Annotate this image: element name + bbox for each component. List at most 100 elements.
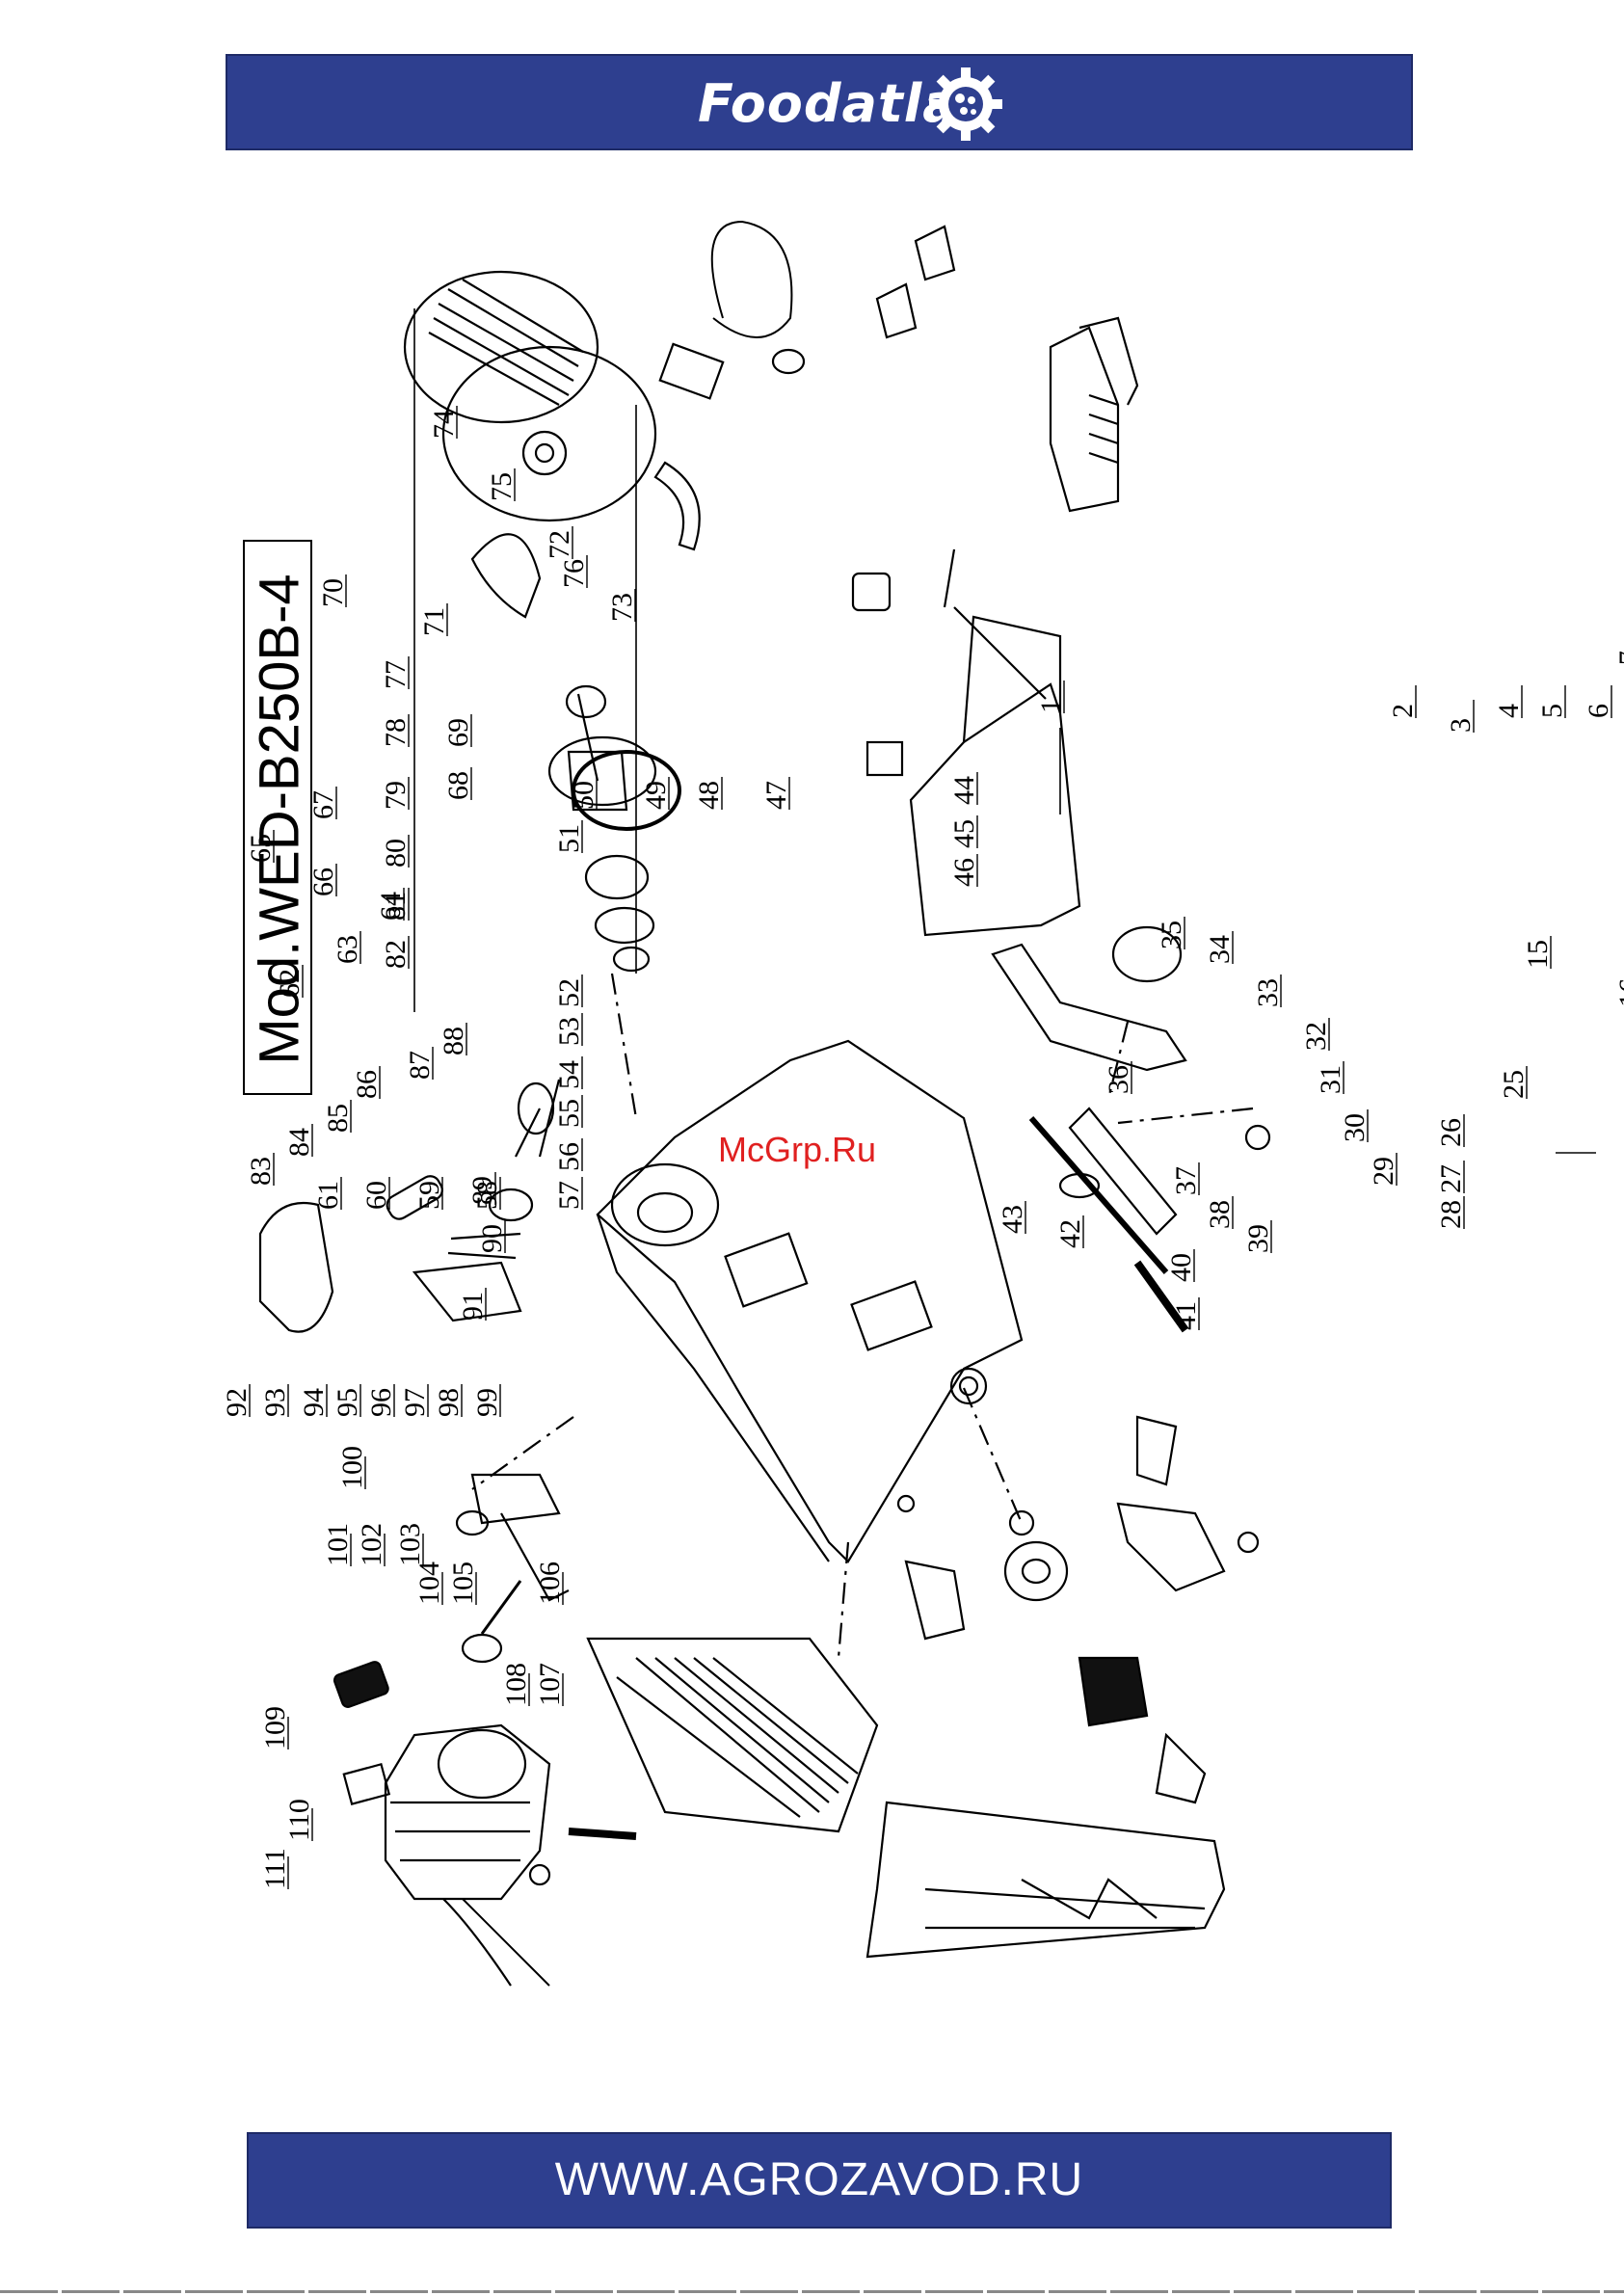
gear-logo-icon	[929, 67, 1002, 141]
part-label: 68	[442, 771, 474, 800]
part-label: 27	[1435, 1164, 1467, 1193]
part-label: 36	[1103, 1065, 1134, 1094]
part-label: 71	[418, 607, 450, 636]
part-label: 6	[1583, 704, 1614, 718]
part-label: 72	[544, 530, 575, 559]
part-label: 75	[486, 472, 518, 501]
part-label: 66	[307, 868, 339, 896]
part-label: 64	[375, 892, 407, 921]
part-label: 89	[466, 1176, 498, 1205]
part-label: 34	[1204, 935, 1236, 964]
footer-url: WWW.AGROZAVOD.RU	[554, 2154, 1084, 2205]
part-label: 48	[693, 781, 725, 810]
part-label: 97	[399, 1388, 431, 1417]
part-label: 33	[1252, 978, 1284, 1007]
part-label: 46	[948, 858, 980, 887]
carriage-plate	[586, 1637, 879, 1833]
part-label: 3	[1445, 718, 1477, 733]
part-label: 83	[245, 1157, 277, 1186]
part-label: 52	[553, 978, 585, 1007]
part-label: 73	[606, 593, 638, 622]
part-label: 55	[553, 1099, 585, 1128]
part-label: 15	[1522, 940, 1554, 969]
footer-banner: WWW.AGROZAVOD.RU	[247, 2132, 1392, 2229]
part-label: 101	[322, 1523, 354, 1566]
part-label: 57	[553, 1181, 585, 1210]
part-label: 91	[457, 1292, 489, 1321]
part-label: 74	[428, 410, 460, 439]
part-label: 44	[948, 776, 980, 805]
base-tray	[865, 1801, 1226, 1959]
part-label: 98	[433, 1388, 465, 1417]
part-label: 111	[259, 1848, 291, 1889]
part-label: 96	[365, 1388, 397, 1417]
part-label: 61	[312, 1181, 344, 1210]
part-label: 81	[380, 892, 412, 921]
part-label: 86	[351, 1070, 383, 1099]
model-title-box: Mod.WED-B250B-4	[243, 540, 312, 1095]
motor	[384, 1723, 551, 1901]
part-label: 26	[1435, 1118, 1467, 1147]
part-label: 76	[558, 559, 590, 588]
part-label: 105	[447, 1562, 479, 1605]
part-label: 39	[1242, 1224, 1274, 1253]
part-label: 25	[1498, 1070, 1530, 1099]
part-label: 93	[259, 1388, 291, 1417]
part-label: 4	[1493, 704, 1525, 718]
edge-mark	[1556, 1152, 1596, 1154]
part-label: 90	[476, 1224, 508, 1253]
part-label: 88	[438, 1027, 469, 1055]
part-label: 43	[997, 1205, 1028, 1234]
part-labels: 1234567891011121314151617181920212223242…	[221, 406, 1624, 1889]
watermark: McGrp.Ru	[718, 1130, 876, 1169]
part-label: 2	[1387, 704, 1419, 718]
part-label: 29	[1368, 1157, 1399, 1186]
part-label: 31	[1315, 1065, 1346, 1094]
part-label: 104	[413, 1562, 445, 1605]
part-label: 50	[568, 781, 599, 810]
header-banner: Foodatlas	[226, 54, 1413, 150]
part-label: 82	[380, 940, 412, 969]
part-label: 84	[283, 1128, 315, 1157]
part-label: 99	[471, 1388, 503, 1417]
part-label: 102	[356, 1523, 387, 1566]
part-label: 65	[245, 834, 277, 863]
part-label: 40	[1165, 1253, 1197, 1282]
part-label: 80	[380, 839, 412, 868]
part-label: 70	[317, 578, 349, 607]
part-label: 63	[332, 935, 363, 964]
part-label: 45	[948, 819, 980, 848]
part-label: 92	[221, 1388, 253, 1417]
main-body-housing	[596, 1039, 1024, 1563]
part-label: 51	[553, 824, 585, 853]
part-label: 35	[1156, 921, 1187, 949]
part-label: 16	[1613, 978, 1624, 1007]
part-label: 42	[1054, 1219, 1086, 1248]
part-label: 77	[380, 660, 412, 689]
part-label: 95	[332, 1388, 363, 1417]
part-label: 67	[307, 790, 339, 819]
blade-guard-ring	[470, 533, 542, 619]
part-label: 69	[442, 718, 474, 747]
part-label: 110	[283, 1799, 315, 1841]
part-label: 78	[380, 718, 412, 747]
part-label: 59	[413, 1181, 445, 1210]
part-label: 7	[1613, 651, 1624, 665]
top-cover	[258, 1201, 334, 1333]
part-label: 37	[1170, 1166, 1202, 1195]
part-label: 5	[1536, 704, 1568, 718]
part-label: 56	[553, 1142, 585, 1171]
part-label: 53	[553, 1017, 585, 1046]
part-label: 30	[1339, 1113, 1371, 1142]
part-label: 60	[360, 1181, 392, 1210]
slicing-blade	[441, 345, 657, 522]
part-label: 103	[394, 1523, 426, 1566]
part-label: 49	[640, 781, 672, 810]
part-label: 87	[404, 1051, 436, 1080]
part-label: 32	[1300, 1022, 1332, 1051]
part-label: 28	[1435, 1200, 1467, 1229]
carriage-tray	[909, 682, 1081, 937]
blade-cover	[403, 270, 599, 424]
part-label: 100	[336, 1446, 368, 1489]
